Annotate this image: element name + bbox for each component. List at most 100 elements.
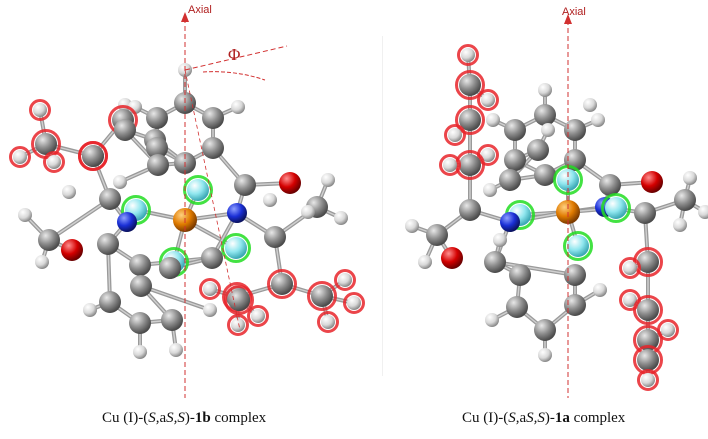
hydrogen-atom — [641, 373, 655, 387]
hydrogen-atom — [231, 318, 245, 332]
red-halo — [457, 44, 479, 66]
carbon-atom — [504, 149, 526, 171]
carbon-atom — [459, 154, 481, 176]
hydrogen-atom — [683, 171, 697, 185]
carbon-atom — [228, 289, 250, 311]
fluorine-atom — [605, 197, 627, 219]
hydrogen-atom — [321, 315, 335, 329]
carbon-atom — [271, 273, 293, 295]
red-halo — [227, 314, 249, 336]
green-halo — [221, 233, 251, 263]
green-halo — [601, 193, 631, 223]
nitrogen-atom — [500, 212, 520, 232]
carbon-atom — [534, 104, 556, 126]
bond-highlight — [48, 198, 111, 241]
carbon-atom — [201, 247, 223, 269]
red-halo — [477, 89, 499, 111]
carbon-atom — [564, 294, 586, 316]
carbon-atom — [202, 137, 224, 159]
carbon-atom — [202, 107, 224, 129]
carbon-atom — [459, 109, 481, 131]
carbon-atom — [599, 174, 621, 196]
hydrogen-atom — [231, 100, 245, 114]
carbon-atom — [146, 107, 168, 129]
hydrogen-atom — [301, 205, 315, 219]
fluorine-atom — [225, 237, 247, 259]
hydrogen-atom — [623, 261, 637, 275]
carbon-atom — [637, 299, 659, 321]
right-caption: Cu (I)-(S,aS,S)-1a complex — [462, 410, 626, 426]
hydrogen-atom — [47, 155, 61, 169]
hydrogen-atom — [486, 113, 500, 127]
carbon-atom — [484, 251, 506, 273]
red-halo — [224, 285, 254, 315]
carbon-atom — [499, 169, 521, 191]
green-halo — [563, 231, 593, 261]
carbon-atom — [674, 189, 696, 211]
hydrogen-atom — [461, 48, 475, 62]
carbon-atom — [637, 251, 659, 273]
red-halo — [334, 269, 356, 291]
left-axis-label: Axial — [188, 4, 212, 16]
hydrogen-atom — [83, 303, 97, 317]
hydrogen-atom — [481, 148, 495, 162]
fluorine-atom — [567, 235, 589, 257]
molecule-figure: Axial Φ Axial — [9, 4, 708, 398]
red-halo — [43, 151, 65, 173]
red-halo — [29, 99, 51, 121]
hydrogen-atom — [443, 158, 457, 172]
left-axis: Axial Φ — [181, 4, 288, 398]
bond-highlight — [494, 261, 576, 276]
carbon-atom — [564, 119, 586, 141]
right-axis-label: Axial — [562, 6, 586, 18]
carbon-atom — [146, 137, 168, 159]
hydrogen-atom — [405, 219, 419, 233]
hydrogen-atom — [62, 185, 76, 199]
carbon-atom — [506, 296, 528, 318]
hydrogen-atom — [18, 208, 32, 222]
hydrogen-atom — [493, 233, 507, 247]
hydrogen-atom — [591, 113, 605, 127]
red-halo — [199, 278, 221, 300]
oxygen-atom — [279, 172, 301, 194]
hydrogen-atom — [481, 93, 495, 107]
hydrogen-atom — [169, 343, 183, 357]
hydrogen-atom — [334, 211, 348, 225]
phi-angle-label: Φ — [228, 45, 240, 64]
carbon-atom — [564, 264, 586, 286]
hydrogen-atom — [448, 128, 462, 142]
left-caption: Cu (I)-(S,aS,S)-1b complex — [102, 410, 267, 426]
carbon-atom — [459, 74, 481, 96]
red-halo — [267, 269, 297, 299]
red-halo — [444, 124, 466, 146]
red-halo — [78, 141, 108, 171]
hydrogen-atom — [113, 175, 127, 189]
carbon-atom — [159, 257, 181, 279]
carbon-atom — [82, 145, 104, 167]
carbon-atom — [38, 229, 60, 251]
red-halo — [439, 154, 461, 176]
hydrogen-atom — [321, 173, 335, 187]
atoms — [405, 44, 708, 391]
carbon-atom — [534, 319, 556, 341]
carbon-atom — [35, 133, 57, 155]
atoms — [9, 63, 365, 359]
panel-divider — [382, 36, 383, 376]
carbon-atom — [99, 291, 121, 313]
nitrogen-atom — [117, 212, 137, 232]
hydrogen-atom — [251, 309, 265, 323]
bond-highlight — [140, 285, 211, 311]
hydrogen-atom — [338, 273, 352, 287]
hydrogen-atom — [485, 313, 499, 327]
hydrogen-atom — [538, 348, 552, 362]
carbon-atom — [264, 226, 286, 248]
hydrogen-atom — [347, 296, 361, 310]
carbon-atom — [130, 275, 152, 297]
red-halo — [633, 247, 663, 277]
red-halo — [9, 146, 31, 168]
carbon-atom — [234, 174, 256, 196]
hydrogen-atom — [623, 293, 637, 307]
fluorine-atom — [187, 179, 209, 201]
carbon-atom — [637, 349, 659, 371]
